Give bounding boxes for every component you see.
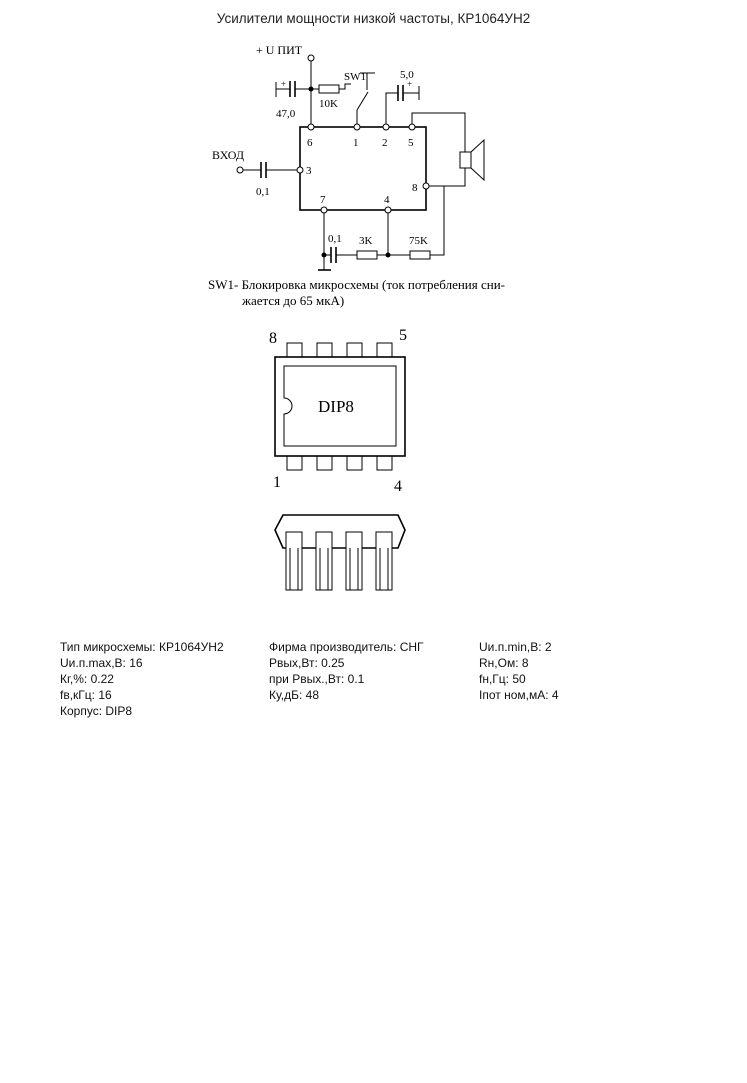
pin-8-label: 8 bbox=[412, 182, 418, 194]
pin-2-label: 2 bbox=[382, 137, 388, 149]
pin-4-node bbox=[384, 206, 392, 214]
spec-item: Iпот ном,мА: 4 bbox=[479, 688, 559, 702]
pin-7-node bbox=[320, 206, 328, 214]
spec-item: при Рвых.,Вт: 0.1 bbox=[269, 672, 365, 686]
schematic-labels: + U ПИТ SW1 5,0 + + 47,0 10K ВХОД 0,1 0,… bbox=[212, 43, 428, 247]
package-side-lead bbox=[285, 531, 303, 591]
package-label: DIP8 bbox=[318, 397, 354, 416]
sw1-note-line2: жается до 65 мкА) bbox=[242, 293, 345, 308]
spec-item: Ку,дБ: 48 bbox=[269, 688, 320, 702]
pin-8-node bbox=[422, 182, 430, 190]
pin-5-label: 5 bbox=[408, 137, 414, 149]
package-pin bbox=[316, 342, 333, 358]
sw1-note-line1: SW1- Блокировка микросхемы (ток потребле… bbox=[208, 277, 505, 292]
pin-1-node bbox=[353, 123, 361, 131]
package-pin bbox=[346, 455, 363, 471]
r75k-label: 75K bbox=[409, 235, 428, 247]
spec-item: Uи.п.min,В: 2 bbox=[479, 640, 552, 654]
package-pin bbox=[376, 455, 393, 471]
speaker-to-pin8-wire bbox=[426, 168, 466, 187]
supply-label: + U ПИТ bbox=[256, 43, 303, 57]
spec-item: Тип микросхемы: КР1064УН2 bbox=[60, 640, 224, 654]
input-label: ВХОД bbox=[212, 148, 244, 162]
c-in-label: 0,1 bbox=[256, 186, 270, 198]
package-side-lead bbox=[315, 531, 333, 591]
spec-item: fв,кГц: 16 bbox=[60, 688, 112, 702]
supply-terminal bbox=[307, 54, 315, 62]
sw1-note: SW1- Блокировка микросхемы (ток потребле… bbox=[208, 277, 538, 309]
pin-7-label: 7 bbox=[320, 194, 326, 206]
package-side-body bbox=[274, 514, 406, 549]
package-pin-8-label: 8 bbox=[269, 330, 277, 347]
r3k-body bbox=[356, 250, 378, 260]
pin-6-label: 6 bbox=[307, 137, 313, 149]
r10k-label: 10K bbox=[319, 98, 338, 110]
pin-3-node bbox=[296, 166, 304, 174]
feedback-to-pin8-wire bbox=[426, 185, 445, 256]
package-pin-5-label: 5 bbox=[399, 327, 407, 344]
page-title: Усилители мощности низкой частоты, КР106… bbox=[216, 11, 531, 26]
dip8-side-view bbox=[274, 514, 406, 591]
specs-column-1: Тип микросхемы: КР1064УН2 Uи.п.max,В: 16… bbox=[60, 639, 224, 719]
pin5-to-speaker-wire bbox=[411, 112, 466, 152]
spec-item: Rн,Ом: 8 bbox=[479, 656, 529, 670]
pin-5-node bbox=[408, 123, 416, 131]
package-pin bbox=[376, 342, 393, 358]
spec-item: Uи.п.max,В: 16 bbox=[60, 656, 143, 670]
c-supply-plus: + bbox=[281, 79, 286, 89]
pin-6-node bbox=[307, 123, 315, 131]
c-supply-label: 47,0 bbox=[276, 108, 296, 120]
spec-item: Корпус: DIP8 bbox=[60, 704, 133, 718]
package-body-with-notch bbox=[283, 365, 397, 447]
input-terminal bbox=[236, 166, 244, 174]
specs-column-3: Uи.п.min,В: 2 Rн,Ом: 8 fн,Гц: 50 Iпот но… bbox=[479, 639, 559, 703]
spec-item: Фирма производитель: СНГ bbox=[269, 640, 424, 654]
spec-item: Рвых,Вт: 0.25 bbox=[269, 656, 345, 670]
package-side-lead bbox=[345, 531, 363, 591]
spec-item: fн,Гц: 50 bbox=[479, 672, 526, 686]
switch-label: SW1 bbox=[344, 71, 366, 83]
junction-dot bbox=[385, 252, 391, 258]
package-pin-1-label: 1 bbox=[273, 474, 281, 491]
pin-3-label: 3 bbox=[306, 165, 312, 177]
speaker-body bbox=[459, 151, 472, 169]
pin-2-node bbox=[382, 123, 390, 131]
sw1-blade bbox=[356, 91, 369, 111]
c-out-wire-left bbox=[385, 92, 398, 127]
package-pin-4-label: 4 bbox=[394, 478, 402, 495]
package-side-lead bbox=[375, 531, 393, 591]
package-pin bbox=[316, 455, 333, 471]
dip8-top-view bbox=[274, 342, 406, 471]
package-pin bbox=[286, 342, 303, 358]
package-pin bbox=[346, 342, 363, 358]
r75k-body bbox=[409, 250, 431, 260]
amplifier-schematic bbox=[236, 54, 485, 271]
package-pin bbox=[286, 455, 303, 471]
r10k-body bbox=[318, 84, 340, 94]
spec-item: Кг,%: 0.22 bbox=[60, 672, 114, 686]
c-fb-label: 0,1 bbox=[328, 233, 342, 245]
pin-4-label: 4 bbox=[384, 194, 390, 206]
r3k-label: 3K bbox=[359, 235, 373, 247]
specs-column-2: Фирма производитель: СНГ Рвых,Вт: 0.25 п… bbox=[269, 639, 424, 703]
speaker-cone bbox=[470, 138, 485, 182]
r10k-wire-right bbox=[339, 83, 351, 90]
c-out-plus: + bbox=[407, 79, 412, 89]
pin-1-label: 1 bbox=[353, 137, 359, 149]
c-out-label: 5,0 bbox=[400, 69, 414, 81]
